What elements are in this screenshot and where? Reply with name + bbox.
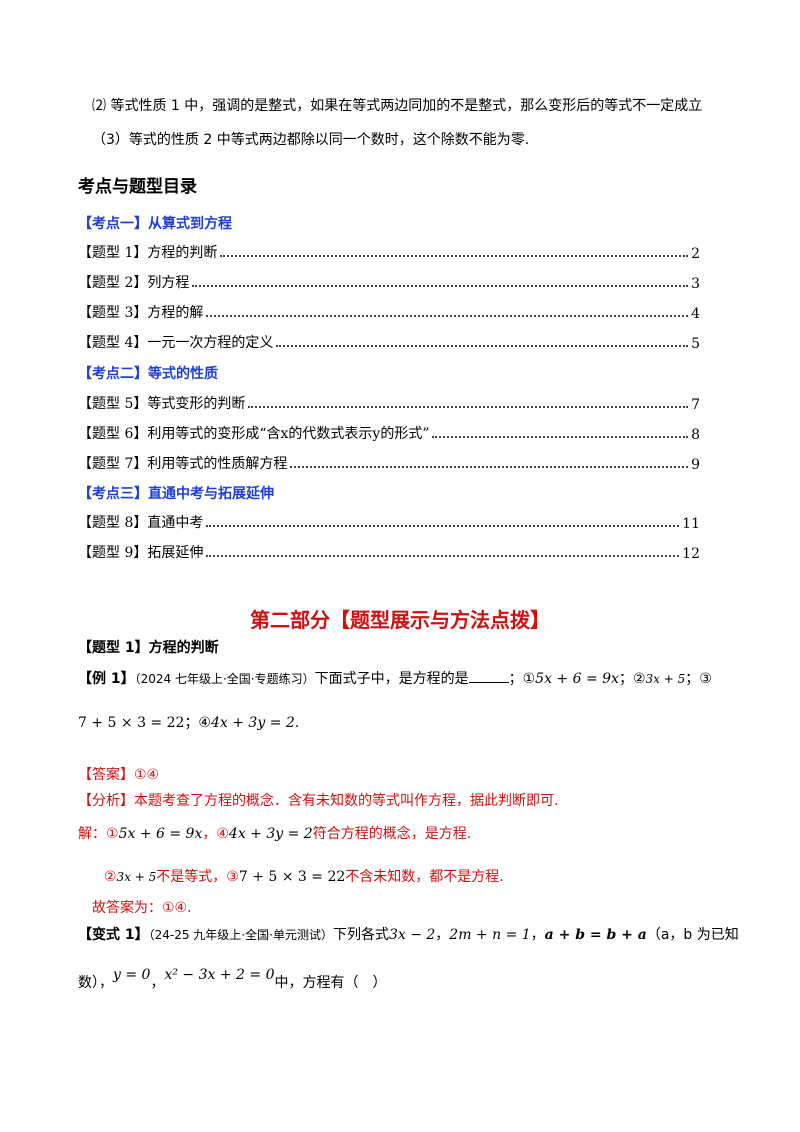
toc-leader-dots [276,345,689,347]
answer-blank [468,670,509,683]
variant-expression: a + b = b + a [544,927,647,943]
toc-item-label: 【题型 8】直通中考 [78,515,204,531]
toc-item-page: 11 [682,516,700,532]
toc-section-heading: 【考点一】从算式到方程 [78,216,232,232]
toc-item[interactable]: 【题型 5】等式变形的判断 7 [78,391,700,413]
solution-equation: 5x + 6 = 9x [118,826,203,842]
variant-expression: y = 0 [113,967,151,983]
toc-item-page: 3 [691,276,700,292]
toc-leader-dots [290,466,689,468]
example-source: （2024 七年级上·全国·专题练习） [134,672,315,686]
answer-line: 【答案】①④ [78,764,159,784]
example-stem: 下面式子中，是方程的是 [314,671,469,687]
solution-expression: 3x + 5 [116,870,157,884]
toc-item-label: 【题型 6】利用等式的变形成“含x的代数式表示y的形式” [78,426,430,442]
toc-leader-dots [248,406,689,408]
solution-suffix: 不含未知数，都不是方程. [345,869,504,885]
toc-section-heading: 【考点三】直通中考与拓展延伸 [78,486,274,502]
variant-stem: 下列各式 [332,927,389,943]
toc-item[interactable]: 【题型 8】直通中考 11 [78,510,700,532]
example-line-2: 7 + 5 × 3 = 22；④4x + 3y = 2. [78,712,299,732]
solution-prefix: 解：① [78,826,119,842]
toc-item-label: 【题型 1】方程的判断 [78,245,218,261]
toc-leader-dots [206,315,689,317]
solution-line-2: ②3x + 5不是等式，③7 + 5 × 3 = 22不含未知数，都不是方程. [104,866,504,886]
toc-item-label: 【题型 9】拓展延伸 [78,545,204,561]
analysis-line: 【分析】本题考查了方程的概念．含有未知数的等式叫作方程，据此判断即可. [78,790,558,810]
variant-source: （24-25 九年级上·全国·单元测试） [148,928,333,942]
toc-leader-dots [432,436,689,438]
toc-item[interactable]: 【题型 9】拓展延伸 12 [78,540,700,562]
variant-line2-start: 数）， [78,975,113,991]
option-number: ；② [618,671,646,687]
toc-item-page: 2 [691,246,700,262]
toc-item-label: 【题型 3】方程的解 [78,305,204,321]
answer-label: 【答案】 [78,767,134,783]
option-number: ；④ [184,715,211,731]
solution-equation: 4x + 3y = 2 [228,826,313,842]
toc-item-page: 7 [691,397,700,413]
toc-item-page: 5 [691,336,700,352]
sentence-end: . [294,715,300,731]
toc-item[interactable]: 【题型 1】方程的判断 2 [78,240,700,262]
separator: ， [530,927,545,943]
toc-item-label: 【题型 5】等式变形的判断 [78,396,246,412]
toc-leader-dots [192,285,689,287]
toc-title: 考点与题型目录 [78,177,197,197]
solution-line-1: 解：①5x + 6 = 9x，④4x + 3y = 2符合方程的概念，是方程. [78,823,471,843]
variant-expression: 2m + n = 1 [449,927,531,943]
part-title: 第二部分【题型展示与方法点拨】 [250,608,550,632]
variant-expression: x² − 3x + 2 = 0 [164,967,275,983]
toc-item-page: 8 [691,427,700,443]
toc-section-heading: 【考点二】等式的性质 [78,366,218,382]
toc-item[interactable]: 【题型 3】方程的解 4 [78,300,700,322]
toc-leader-dots [206,555,680,557]
toc-item[interactable]: 【题型 2】列方程 3 [78,270,700,292]
option-number: ；③ [685,671,712,687]
toc-item[interactable]: 【题型 4】一元一次方程的定义 5 [78,330,700,352]
option-expression: 3x + 5 [645,672,686,686]
toc-item[interactable]: 【题型 6】利用等式的变形成“含x的代数式表示y的形式” 8 [78,421,700,443]
option-equation: 5x + 6 = 9x [535,671,619,687]
option-number: ① [522,671,536,687]
separator: ， [435,927,450,943]
solution-mid: ，④ [202,826,229,842]
option-equation: 7 + 5 × 3 = 22 [78,715,185,731]
type-heading: 【题型 1】方程的判断 [78,640,219,656]
toc-item-page: 9 [691,457,700,473]
variant-expression: 3x − 2 [388,927,436,943]
analysis-text: 本题考查了方程的概念．含有未知数的等式叫作方程，据此判断即可. [134,793,559,809]
variant-tag: 【变式 1】 [78,927,149,943]
example-line-1: 【例 1】（2024 七年级上·全国·专题练习）下面式子中，是方程的是；①5x … [78,670,712,687]
option-equation: 4x + 3y = 2 [211,715,295,731]
variant-line-1: 【变式 1】（24-25 九年级上·全国·单元测试）下列各式3x − 2，2m … [78,924,739,944]
solution-mid: 不是等式，③ [156,869,239,885]
separator: ， [150,975,165,991]
toc-item-label: 【题型 7】利用等式的性质解方程 [78,456,288,472]
variant-line-2: 数），y = 0，x² − 3x + 2 = 0中，方程有（ ） [78,967,387,992]
solution-conclusion: 故答案为：①④. [92,900,192,916]
variant-note: （a，b 为已知 [646,927,739,943]
analysis-label: 【分析】 [78,793,134,809]
answer-value: ①④ [134,767,160,783]
example-tag: 【例 1】 [78,671,135,687]
variant-line2-end: 中，方程有（ ） [274,975,387,991]
solution-suffix: 符合方程的概念，是方程. [312,826,472,842]
toc-item[interactable]: 【题型 7】利用等式的性质解方程 9 [78,451,700,473]
solution-equation: 7 + 5 × 3 = 22 [238,869,346,885]
toc-item-page: 4 [691,306,700,322]
toc-item-label: 【题型 2】列方程 [78,275,190,291]
intro-line-2: （3）等式的性质 2 中等式两边都除以同一个数时，这个除数不能为零. [92,132,530,148]
intro-line-1: ⑵ 等式性质 1 中，强调的是整式，如果在等式两边同加的不是整式，那么变形后的等… [92,98,703,114]
solution-prefix: ② [104,869,117,885]
toc-leader-dots [206,525,680,527]
toc-item-page: 12 [682,546,700,562]
toc-leader-dots [220,255,689,257]
toc-item-label: 【题型 4】一元一次方程的定义 [78,335,274,351]
